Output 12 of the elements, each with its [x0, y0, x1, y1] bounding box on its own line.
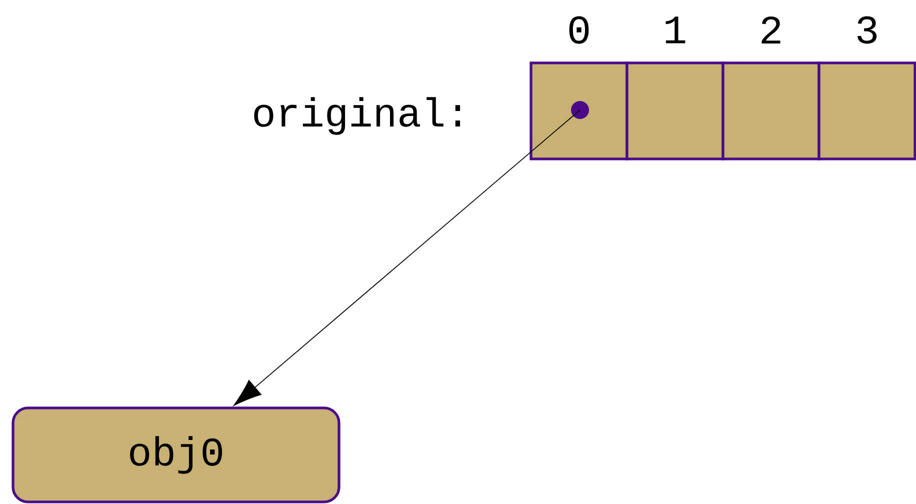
object-box: obj0	[12, 406, 340, 504]
pointer-dot	[571, 100, 589, 119]
index-label: 1	[666, 16, 686, 44]
index-label: 2	[762, 16, 780, 44]
array-cell	[722, 62, 820, 160]
index-label: 0	[569, 16, 589, 44]
array-cell	[626, 62, 724, 160]
array-cell	[818, 62, 916, 160]
array-cell	[530, 62, 628, 160]
index-label: 3	[857, 16, 877, 44]
arrow	[234, 110, 580, 406]
array-name: original:	[254, 97, 460, 135]
